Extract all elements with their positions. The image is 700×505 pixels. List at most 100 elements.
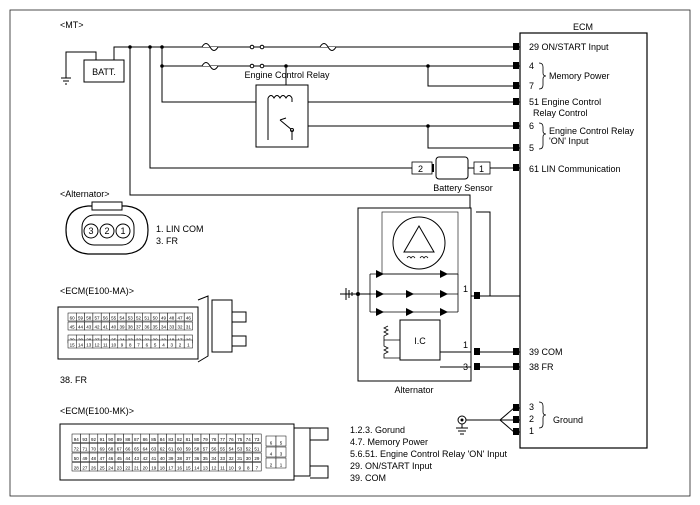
ecm-mk-pin-label: 45 <box>117 456 123 461</box>
ecm-ground <box>456 415 468 435</box>
ecm-ma-pin-label: 42 <box>95 325 101 330</box>
ecm-mk-pin-label: 77 <box>220 437 226 442</box>
ecm-mk-pin-label: 69 <box>100 447 106 452</box>
ecm-mk-side-pin-label: 1 <box>280 463 283 468</box>
ecm-mk-pin-label: 67 <box>117 447 123 452</box>
svg-text:39 COM: 39 COM <box>529 347 563 357</box>
ecm-mk-pin-label: 7 <box>256 466 259 471</box>
ecm-mk-pin-label: 34 <box>211 456 217 461</box>
page-frame <box>9 9 691 497</box>
ecm-mk-pin-label: 32 <box>229 456 235 461</box>
ecm-mk-pin-label: 52 <box>246 447 252 452</box>
ecm-mk-pin-label: 29 <box>254 456 260 461</box>
ecm-ma-pin-label: 6 <box>146 343 149 348</box>
alt-terminal-3: 3 <box>463 362 468 372</box>
ecm-mk-side-pin-label: 4 <box>270 452 273 457</box>
ecm-ma-pin-label: 37 <box>136 325 142 330</box>
ecm-mk-pin-label: 74 <box>246 437 252 442</box>
ecm-mk-pin-label: 25 <box>100 466 106 471</box>
ecm-mk-pin-label: 14 <box>194 466 200 471</box>
ecm-mk-pin-label: 48 <box>91 456 97 461</box>
ecm-mk-pin-label: 16 <box>177 466 183 471</box>
ecm-mk-pin-label: 47 <box>100 456 106 461</box>
ecm-ma-pin-label: 33 <box>169 325 175 330</box>
ecm-pin-39-text: COM <box>542 347 563 357</box>
ecm-mk-pin-label: 33 <box>220 456 226 461</box>
ecm-pins: 29 ON/START Input 4 7 51 Engine Control … <box>513 42 621 436</box>
ecm-mk-pin-label: 82 <box>177 437 183 442</box>
ecm-mk-pin-label: 13 <box>203 466 209 471</box>
ecm-ma-pin-label: 4 <box>162 343 165 348</box>
legend-note-3: 5.6.51. Engine Control Relay 'ON' Input <box>350 449 508 459</box>
ic-label: I.C <box>414 336 426 346</box>
svg-text:38 FR: 38 FR <box>529 362 554 372</box>
relay-label: Engine Control Relay <box>244 70 330 80</box>
ecm-pin-29-num: 29 <box>529 42 539 52</box>
ecm-mk-pin-label: 87 <box>134 437 140 442</box>
ecm-mk-pin-label: 83 <box>168 437 174 442</box>
alternator-label: Alternator <box>394 385 433 395</box>
ground-label: Ground <box>553 415 583 425</box>
junction-dots <box>128 45 430 128</box>
alternator: I.C 1 1 3 Alternator <box>340 207 480 395</box>
ecm-ma-pin-label: 54 <box>119 316 125 321</box>
ecm-mk-pin-label: 24 <box>108 466 114 471</box>
ecm-mk-pin-label: 12 <box>211 466 217 471</box>
ecm-mk-pin-label: 39 <box>168 456 174 461</box>
ecm-ma-pin-label: 50 <box>153 316 159 321</box>
ecm-ma-pin-cell <box>183 321 193 331</box>
ecm-ma-pin-label: 7 <box>137 343 140 348</box>
ecm-pin-3-num: 3 <box>529 402 534 412</box>
ecm-mk-pin-label: 30 <box>246 456 252 461</box>
svg-text:61 LIN Communication: 61 LIN Communication <box>529 164 621 174</box>
ecm-ma-pin-label: 40 <box>111 325 117 330</box>
ecm-ma-pin-label: 58 <box>86 316 92 321</box>
ecm-mk-side-pin-cell <box>275 457 287 469</box>
ecm-mk-pin-label: 66 <box>125 447 131 452</box>
ecm-ma-legend: 38. FR <box>60 375 88 385</box>
ecm-pin-5-num: 5 <box>529 143 534 153</box>
wiring <box>113 46 520 433</box>
legend-note-1: 1.2.3. Gorund <box>350 425 405 435</box>
ecm-mk-pin-label: 56 <box>211 447 217 452</box>
ecm-mk-pin-label: 44 <box>125 456 131 461</box>
ecm-pin-29-text: ON/START Input <box>542 42 610 52</box>
ecm-mk-pin-label: 80 <box>194 437 200 442</box>
relay-switch <box>279 119 293 131</box>
ecm-mk-pin-label: 11 <box>220 466 225 471</box>
ecm-mk-pin-label: 43 <box>134 456 140 461</box>
ecm-ma-pin-label: 31 <box>186 325 192 330</box>
ecm-mk-pin-label: 91 <box>100 437 106 442</box>
ecm-ma-pin-label: 46 <box>186 316 192 321</box>
ecm-ma-pin-label: 35 <box>153 325 159 330</box>
ic-box <box>399 319 441 361</box>
ecm-mk-pin-label: 9 <box>238 466 241 471</box>
ecm-ma-pin-label: 13 <box>86 343 92 348</box>
ecm-ma-pin-cell <box>183 312 193 322</box>
ecm-mk-side-pin-cell <box>275 435 287 447</box>
ecm-mk-pin-label: 18 <box>160 466 166 471</box>
chassis-ground-icon <box>345 288 353 300</box>
ecm-mk-pin-label: 73 <box>254 437 260 442</box>
ecm-module: ECM <box>519 22 648 449</box>
ecm-ma-pin-label: 44 <box>78 325 84 330</box>
ecm-ma-pin-label: 32 <box>178 325 184 330</box>
fuse-symbols <box>201 43 337 70</box>
ecm-ma-title: <ECM(E100-MA)> <box>60 286 134 296</box>
ecm-pin-4-num: 4 <box>529 61 534 71</box>
ecm-mk-pin-label: 88 <box>125 437 131 442</box>
legend-note-5: 39. COM <box>350 473 386 483</box>
ecm-ma-pin-label: 45 <box>70 325 76 330</box>
ecm-mk-pin-cell <box>252 462 262 472</box>
ecm-mk-pin-label: 23 <box>117 466 123 471</box>
ecm-mk-pin-label: 78 <box>211 437 217 442</box>
mt-label: <MT> <box>60 20 84 30</box>
ecm-ma-pin-label: 15 <box>70 343 76 348</box>
diode-icons <box>376 270 448 316</box>
ecm-ma-pin-label: 34 <box>161 325 167 330</box>
ecm-ma-pin-label: 48 <box>169 316 175 321</box>
